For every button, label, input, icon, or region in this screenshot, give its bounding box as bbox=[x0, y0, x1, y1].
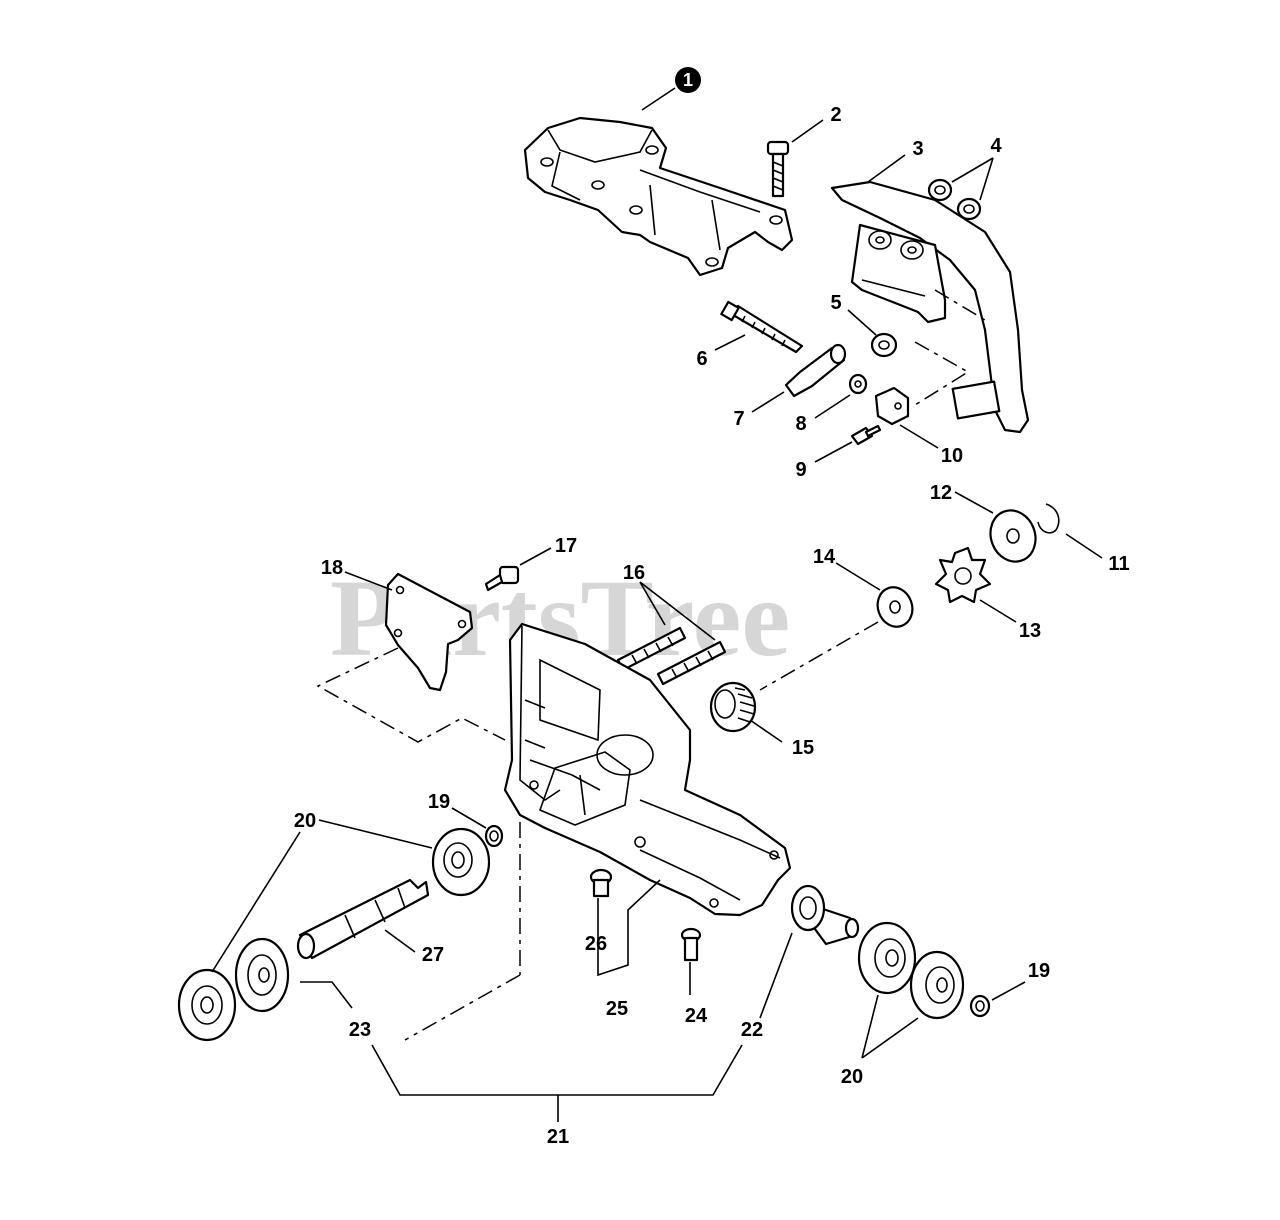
part-1-upper-housing bbox=[523, 116, 794, 277]
part-11-circlip bbox=[1037, 503, 1060, 534]
part-13-star-washer bbox=[934, 546, 992, 604]
callout-16: 16 bbox=[623, 562, 645, 584]
callout-6: 6 bbox=[696, 348, 707, 370]
part-6-bolt bbox=[720, 300, 804, 354]
callout-9: 9 bbox=[795, 459, 806, 481]
callout-4: 4 bbox=[990, 135, 1002, 157]
part-26-bolt bbox=[589, 868, 613, 898]
part-20-bearing-right-2 bbox=[909, 950, 965, 1020]
part-10-clip bbox=[874, 386, 910, 426]
part-16-studs bbox=[616, 626, 727, 686]
callout-11: 11 bbox=[1108, 553, 1129, 575]
part-5-nut bbox=[870, 332, 898, 358]
part-4-nuts bbox=[927, 178, 982, 221]
dashed-reference-lines bbox=[316, 289, 986, 1041]
part-19-snap-ring-left bbox=[484, 824, 504, 848]
part-12-washer bbox=[989, 509, 1037, 563]
part-7-pin bbox=[784, 343, 847, 398]
callout-21: 21 bbox=[547, 1126, 569, 1148]
callout-26: 26 bbox=[585, 933, 607, 955]
callout-labels: 1 2 3 4 5 6 7 8 9 10 11 12 13 14 15 16 1… bbox=[294, 67, 1130, 1148]
part-14-washer bbox=[876, 586, 914, 628]
part-20-bearing-upper-left bbox=[431, 827, 491, 897]
part-19-snap-ring-right bbox=[969, 994, 991, 1018]
callout-17: 17 bbox=[555, 535, 577, 557]
callout-23: 23 bbox=[349, 1019, 371, 1041]
callout-8: 8 bbox=[795, 413, 806, 435]
part-15-sprocket-nut bbox=[709, 681, 757, 733]
callout-15: 15 bbox=[792, 737, 814, 759]
callout-3: 3 bbox=[912, 138, 923, 160]
callout-1: 1 bbox=[683, 70, 693, 90]
callout-14: 14 bbox=[813, 546, 836, 568]
part-2-screw bbox=[766, 140, 790, 198]
part-3-guard bbox=[830, 180, 1030, 434]
part-22-pinion bbox=[790, 884, 860, 946]
part-23-gear bbox=[234, 937, 290, 1013]
callout-7: 7 bbox=[733, 408, 744, 430]
part-18-bracket bbox=[384, 572, 474, 692]
callout-10: 10 bbox=[941, 445, 963, 467]
callout-12: 12 bbox=[930, 482, 952, 504]
callout-20-right: 20 bbox=[841, 1066, 863, 1088]
part-24-bolt bbox=[680, 927, 702, 962]
part-8-washer bbox=[848, 373, 868, 395]
callout-19-left: 19 bbox=[428, 791, 450, 813]
callout-27: 27 bbox=[422, 944, 444, 966]
callout-13: 13 bbox=[1019, 620, 1041, 642]
callout-19-right: 19 bbox=[1028, 960, 1050, 982]
callout-22: 22 bbox=[741, 1019, 763, 1041]
callout-2: 2 bbox=[830, 104, 841, 126]
part-20-bearing-right-1 bbox=[857, 921, 917, 995]
part-9-screw bbox=[850, 424, 882, 446]
part-25-gearcase bbox=[503, 622, 792, 917]
callout-20-left: 20 bbox=[294, 810, 316, 832]
part-27-shaft bbox=[296, 878, 430, 960]
callout-24: 24 bbox=[685, 1005, 708, 1027]
callout-1-marker bbox=[675, 67, 701, 93]
callout-18: 18 bbox=[321, 557, 343, 579]
leader-lines bbox=[211, 87, 1103, 1122]
part-20-bearing-lower-left bbox=[177, 968, 237, 1042]
part-17-bolt bbox=[484, 565, 520, 592]
callout-5: 5 bbox=[830, 292, 841, 314]
callout-25: 25 bbox=[606, 998, 628, 1020]
